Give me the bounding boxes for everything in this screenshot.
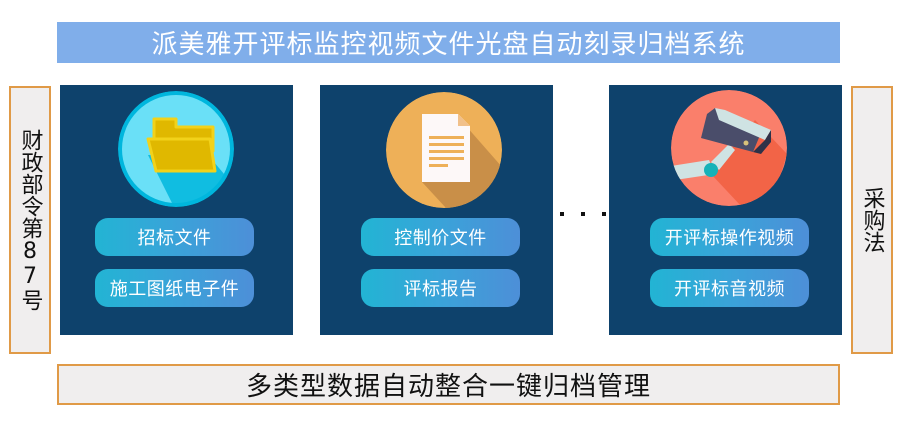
system-title: 派美雅开评标监控视频文件光盘自动刻录归档系统 (57, 22, 840, 63)
regulation-label-left-text: 财政部令第87号 (17, 129, 43, 311)
control-price-button[interactable]: 控制价文件 (361, 218, 520, 256)
folder-icon (118, 91, 234, 207)
panel-video-recordings: 开评标操作视频 开评标音视频 (609, 85, 842, 335)
panel-price-documents: 控制价文件 评标报告 (320, 85, 553, 335)
audio-video-label: 开评标音视频 (674, 279, 785, 300)
evaluation-report-button[interactable]: 评标报告 (361, 269, 520, 307)
construction-drawings-label: 施工图纸电子件 (109, 279, 240, 300)
panel-tender-documents: 招标文件 施工图纸电子件 (60, 85, 293, 335)
system-title-text: 派美雅开评标监控视频文件光盘自动刻录归档系统 (151, 30, 746, 60)
evaluation-report-label: 评标报告 (403, 279, 478, 300)
regulation-label-right: 采购法 (851, 86, 893, 354)
regulation-label-right-text: 采购法 (859, 187, 885, 253)
control-price-label: 控制价文件 (394, 228, 487, 249)
ellipsis-dot (560, 212, 564, 216)
operation-video-label: 开评标操作视频 (664, 228, 795, 249)
construction-drawings-button[interactable]: 施工图纸电子件 (95, 269, 254, 307)
bottom-summary-text: 多类型数据自动整合一键归档管理 (245, 372, 651, 402)
tender-documents-label: 招标文件 (137, 228, 212, 249)
tender-documents-button[interactable]: 招标文件 (95, 218, 254, 256)
security-camera-icon (671, 90, 787, 206)
ellipsis-indicator (560, 212, 606, 222)
operation-video-button[interactable]: 开评标操作视频 (650, 218, 809, 256)
ellipsis-dot (581, 212, 585, 216)
ellipsis-dot (602, 212, 606, 216)
bottom-summary-bar: 多类型数据自动整合一键归档管理 (57, 364, 840, 405)
document-icon (386, 92, 502, 208)
regulation-label-left: 财政部令第87号 (9, 86, 51, 354)
audio-video-button[interactable]: 开评标音视频 (650, 269, 809, 307)
